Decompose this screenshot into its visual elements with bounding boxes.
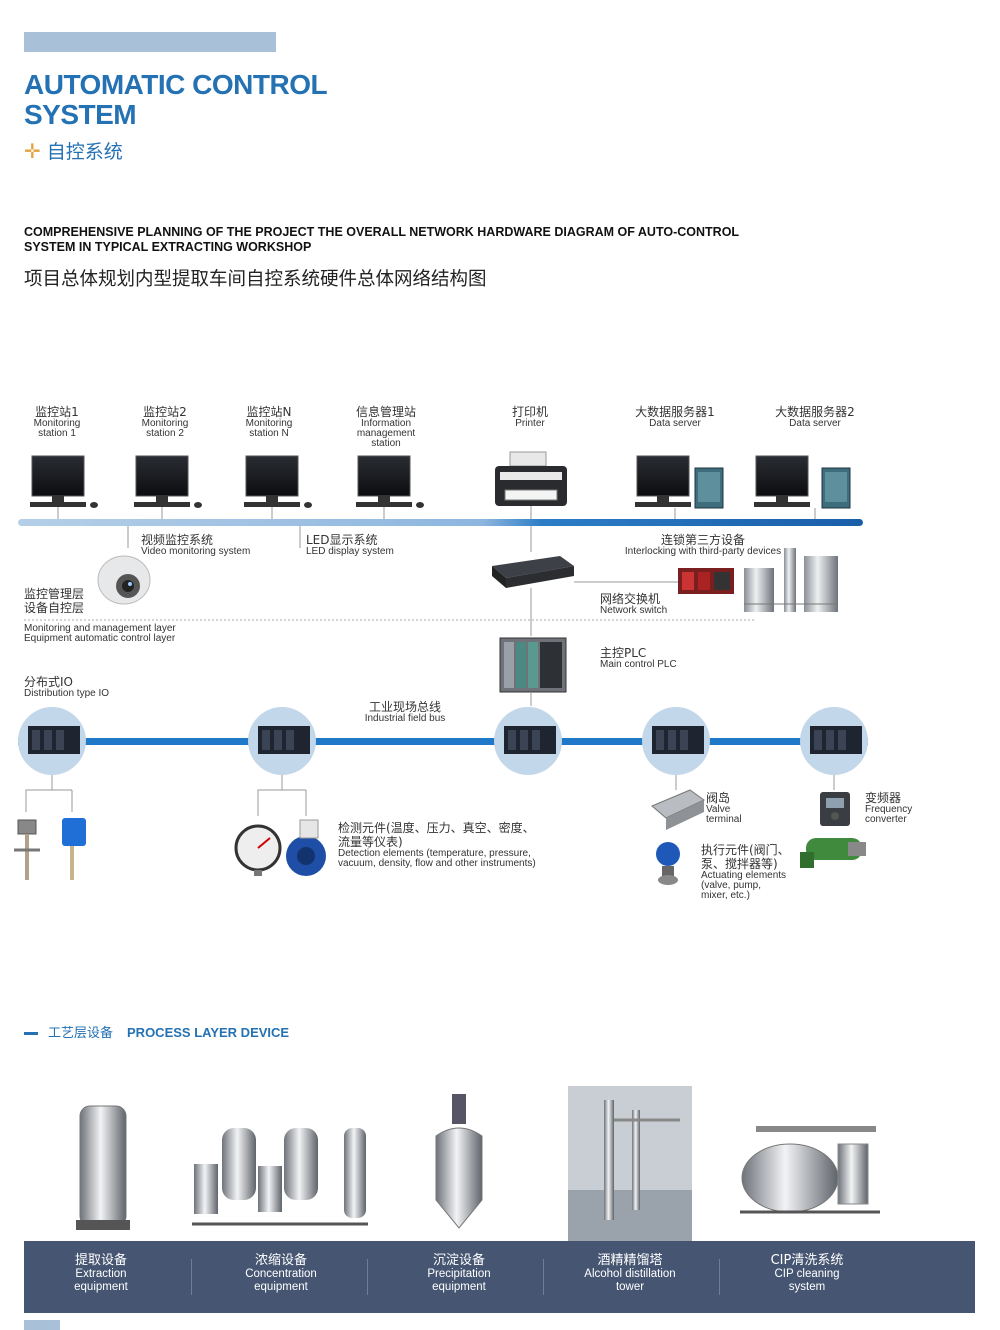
frequency-converter-icon bbox=[820, 792, 850, 826]
station-label: 监控站1 Monitoring station 1 bbox=[33, 405, 81, 439]
station-label: 监控站N Monitoring station N bbox=[245, 405, 293, 439]
actuating-label: 执行元件(阀门、 泵、搅拌器等) Actuating elements (val… bbox=[701, 843, 790, 901]
io-module-icon bbox=[494, 707, 562, 775]
monitor-icon bbox=[244, 455, 312, 519]
pump-icon bbox=[800, 838, 866, 868]
concentration-vessel-icon bbox=[192, 1128, 368, 1226]
server-icon bbox=[635, 455, 724, 519]
valve-terminal-label: 阀岛 Valve terminal bbox=[706, 791, 742, 825]
switch-icon bbox=[492, 556, 680, 636]
third-party-label: 连锁第三方设备 Interlocking with third-party de… bbox=[624, 533, 782, 557]
io-module-icon bbox=[642, 707, 710, 775]
monitor-icon bbox=[356, 455, 424, 519]
video-monitoring-label: 视频监控系统 Video monitoring system bbox=[141, 533, 251, 557]
flowmeter-icon bbox=[286, 819, 326, 876]
sparkle-icon: ✛ bbox=[24, 139, 41, 163]
diagram-title-cn: 项目总体规划内型提取车间自控系统硬件总体网络结构图 bbox=[24, 269, 487, 290]
dash-icon bbox=[24, 1032, 38, 1036]
page-title: AUTOMATIC CONTROL SYSTEM bbox=[24, 69, 328, 130]
monitor-icon bbox=[134, 455, 202, 519]
network-switch-label: 网络交换机 Network switch bbox=[600, 592, 668, 616]
footer-accent-bar bbox=[24, 1320, 60, 1330]
process-device-label: 提取设备 Extraction equipment bbox=[74, 1253, 128, 1293]
io-module-icon bbox=[18, 707, 86, 775]
header-accent-bar bbox=[24, 32, 276, 52]
detection-label: 检测元件(温度、压力、真空、密度、 流量等仪表) Detection eleme… bbox=[338, 821, 536, 869]
distributed-io-label: 分布式IO Distribution type IO bbox=[24, 675, 110, 699]
band-divider bbox=[543, 1259, 544, 1295]
valve-icon bbox=[656, 842, 680, 885]
process-equipment-images bbox=[76, 1086, 880, 1242]
process-device-label: 沉淀设备 Precipitation equipment bbox=[427, 1253, 491, 1293]
sensor-icon bbox=[14, 819, 40, 880]
process-device-band: 提取设备 Extraction equipment 浓缩设备 Concentra… bbox=[24, 1241, 975, 1313]
led-display-label: LED显示系统 LED display system bbox=[306, 533, 394, 557]
layer-label-en: Monitoring and management layer Equipmen… bbox=[24, 623, 176, 644]
camera-icon bbox=[97, 555, 151, 605]
server-label: 大数据服务器1 Data server bbox=[635, 405, 715, 429]
gauge-icon bbox=[234, 824, 282, 876]
diagram-title: COMPREHENSIVE PLANNING OF THE PROJECT TH… bbox=[24, 225, 740, 254]
field-bus-line bbox=[18, 738, 868, 745]
process-device-label: 酒精精馏塔 Alcohol distillation tower bbox=[584, 1253, 676, 1293]
cip-system-icon bbox=[740, 1126, 880, 1214]
band-divider bbox=[719, 1259, 720, 1295]
plc-label: 主控PLC Main control PLC bbox=[600, 646, 677, 670]
station-label: 信息管理站 Information management station bbox=[355, 405, 416, 449]
third-party-equipment-icon bbox=[678, 548, 838, 612]
network-diagram bbox=[14, 451, 868, 885]
plc-icon bbox=[499, 637, 567, 706]
band-divider bbox=[191, 1259, 192, 1295]
field-bus-label: 工业现场总线 Industrial field bus bbox=[364, 700, 446, 724]
printer-label: 打印机 Printer bbox=[511, 405, 548, 429]
server-icon bbox=[754, 455, 851, 519]
printer-icon bbox=[495, 451, 567, 519]
distillation-tower-icon bbox=[568, 1086, 692, 1242]
ethernet-backbone bbox=[18, 519, 863, 526]
layer-label: 监控管理层 设备自控层 bbox=[24, 587, 85, 615]
band-divider bbox=[367, 1259, 368, 1295]
sensor-icon bbox=[62, 818, 86, 880]
frequency-converter-label: 变频器 Frequency converter bbox=[865, 791, 913, 825]
precipitation-vessel-icon bbox=[435, 1094, 483, 1229]
io-module-icon bbox=[800, 707, 868, 775]
page-title-cn: ✛自控系统 bbox=[24, 139, 123, 163]
process-device-label: CIP清洗系统 CIP cleaning system bbox=[770, 1253, 844, 1293]
valve-icon bbox=[651, 789, 705, 830]
station-label: 监控站2 Monitoring station 2 bbox=[141, 405, 189, 439]
server-label: 大数据服务器2 Data server bbox=[775, 405, 855, 429]
process-device-label: 浓缩设备 Concentration equipment bbox=[245, 1253, 317, 1293]
extraction-vessel-icon bbox=[76, 1105, 130, 1230]
io-module-icon bbox=[248, 707, 316, 775]
monitor-icon bbox=[30, 455, 98, 519]
